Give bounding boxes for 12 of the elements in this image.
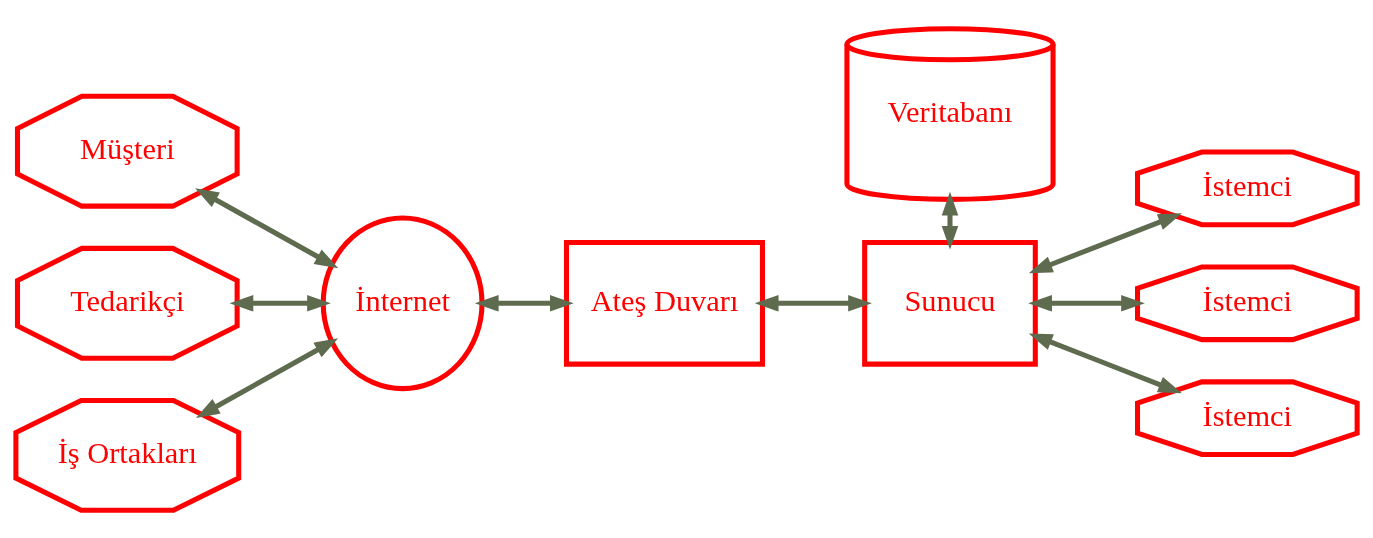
node-circle: İnternet [320, 214, 485, 391]
arrow [1028, 332, 1182, 393]
arrow [1028, 212, 1182, 273]
arrow [195, 187, 339, 268]
arrow [941, 191, 959, 250]
arrow [754, 294, 872, 312]
node-box: Sunucu [862, 239, 1038, 367]
arrow [474, 294, 574, 312]
arrow [229, 294, 331, 312]
arrow [195, 337, 339, 418]
node-box: Ateş Duvarı [563, 239, 765, 367]
arrow [1028, 294, 1145, 312]
